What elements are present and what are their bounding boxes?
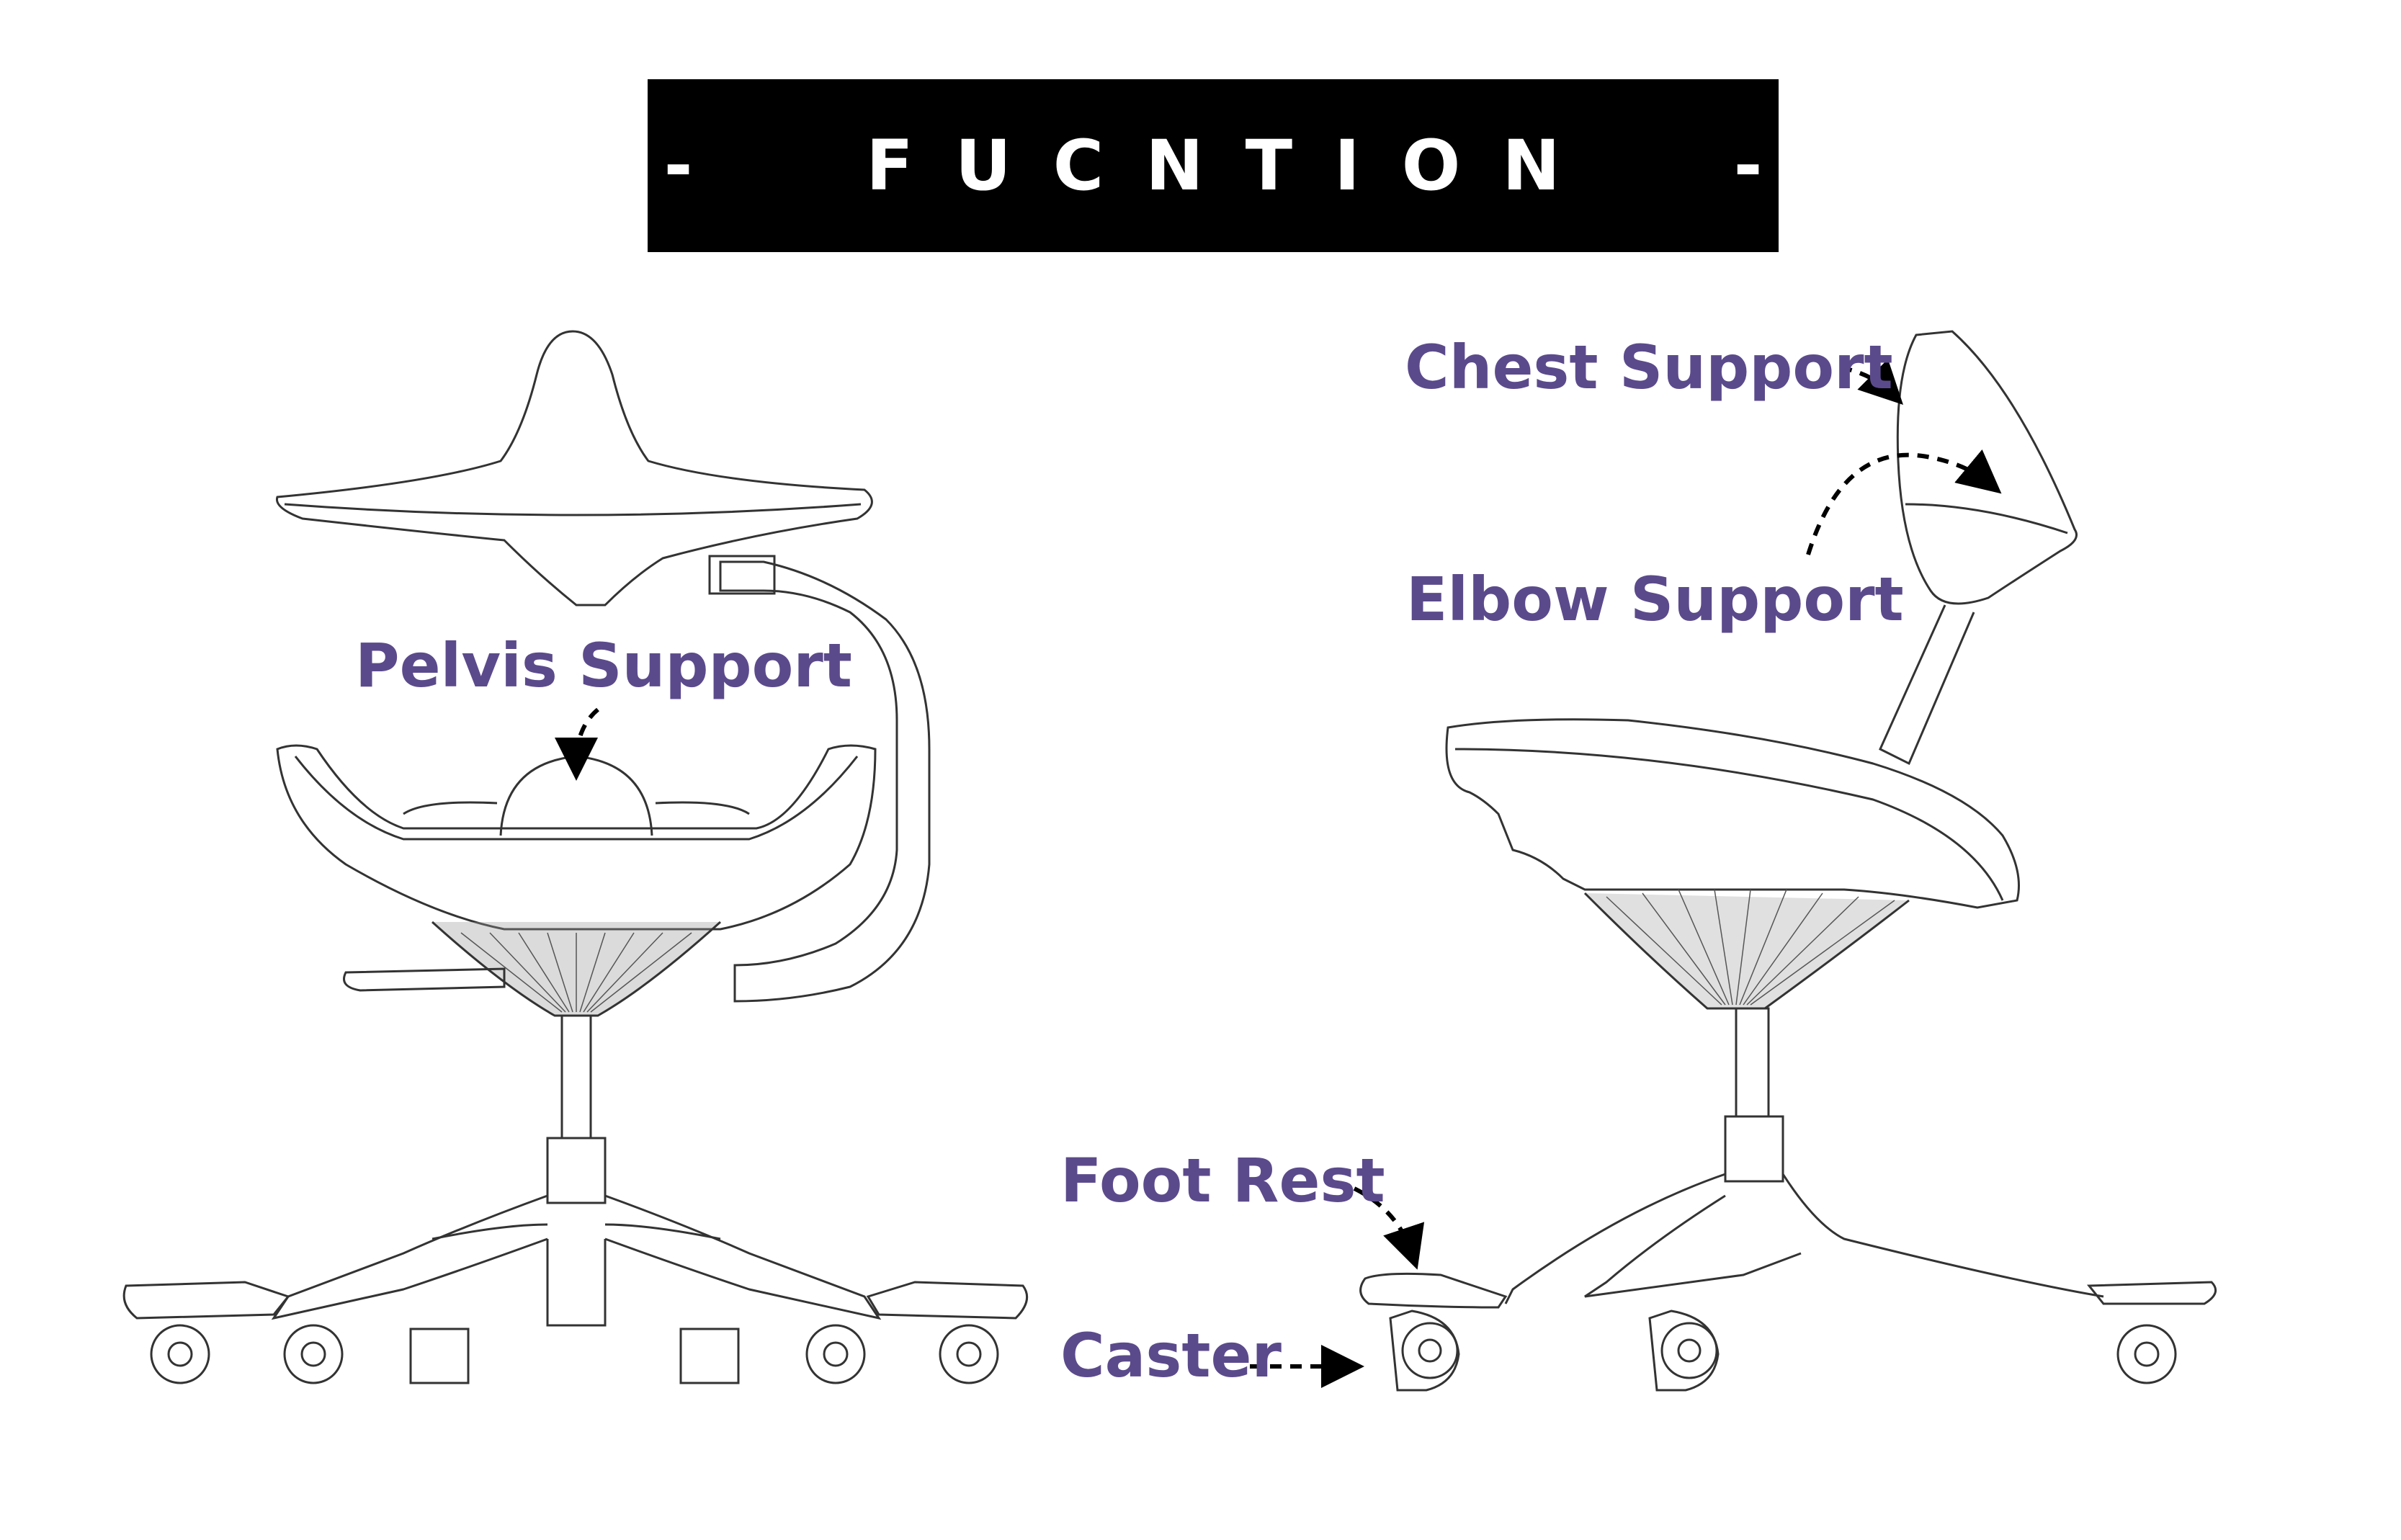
page-title: - FUCNTION - — [663, 125, 1805, 206]
front-chest-pad — [275, 330, 873, 606]
front-base — [271, 1194, 882, 1327]
front-foot-plate-right — [866, 1281, 1029, 1320]
side-bellows — [1583, 892, 1910, 1010]
side-post — [1879, 604, 1975, 766]
title-banner: - FUCNTION - — [648, 79, 1779, 252]
front-pelvis-bump — [499, 755, 653, 836]
side-chest-pad — [1896, 330, 2078, 605]
side-foot-plate-left — [1359, 1272, 1508, 1309]
arrow-chest — [1840, 359, 1903, 405]
front-side-arm — [719, 560, 931, 1003]
front-seat — [276, 744, 877, 931]
front-casters — [150, 1324, 999, 1384]
front-column — [560, 1014, 592, 1140]
arrow-foot — [1353, 1186, 1425, 1270]
side-seat — [1445, 718, 2020, 909]
side-base — [1504, 1173, 2104, 1304]
label-caster: Caster — [1060, 1320, 1282, 1391]
front-foot-plate-left — [122, 1281, 290, 1320]
label-elbow-support: Elbow Support — [1406, 564, 1904, 635]
label-pelvis-support: Pelvis Support — [355, 630, 852, 701]
side-foot-plate-right — [2086, 1281, 2217, 1305]
side-column — [1735, 1007, 1770, 1118]
label-foot-rest: Foot Rest — [1060, 1145, 1385, 1216]
label-chest-support: Chest Support — [1405, 332, 1893, 403]
arrow-pelvis — [555, 707, 599, 781]
side-casters — [1389, 1310, 2177, 1392]
arrow-elbow — [1806, 449, 2002, 555]
side-view-chair — [1359, 330, 2217, 1392]
front-view-chair — [122, 330, 1029, 1384]
callout-arrows — [555, 359, 2002, 1388]
